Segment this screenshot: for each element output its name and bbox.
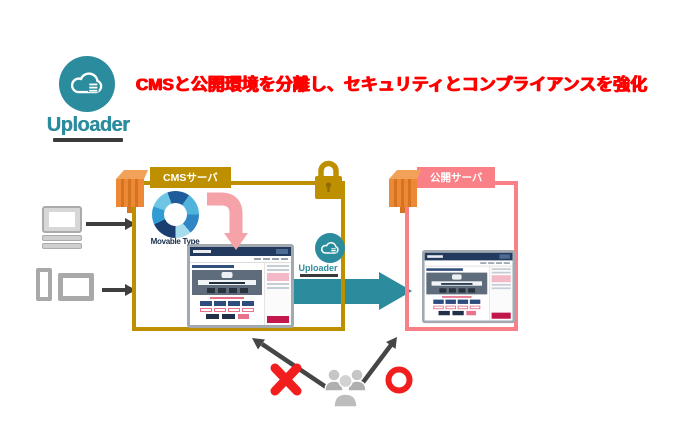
circle-mark-icon (385, 366, 413, 394)
cloud-server-icon (315, 233, 345, 263)
cms-server-label: CMSサーバ (150, 167, 231, 188)
page-title: CMSと公開環境を分離し、セキュリティとコンプライアンスを強化 (136, 75, 648, 94)
screenshot-header-bar (190, 247, 291, 256)
screenshot-sidebar (488, 266, 513, 321)
brand-tagline-bar (53, 138, 123, 142)
cms-site-screenshot (187, 244, 294, 328)
tablet-icon (58, 273, 94, 301)
screenshot-nav-bar (190, 256, 291, 263)
movable-type-logo-icon (152, 191, 199, 238)
badge-wordmark: Uploader (298, 263, 338, 273)
screenshot-header-bar (424, 252, 513, 261)
smartphone-icon (36, 268, 52, 301)
cloud-server-icon (59, 56, 115, 112)
screenshot-nav-bar (424, 260, 513, 267)
movable-type-caption: Movable Type (150, 237, 200, 246)
brand-wordmark: Uploader (46, 114, 130, 136)
screenshot-sidebar (264, 263, 291, 325)
public-server-box: 公開サーバ (389, 167, 518, 331)
cross-mark-icon (270, 363, 302, 396)
allow-access-arrow (356, 337, 397, 391)
public-server-label: 公開サーバ (417, 167, 496, 188)
screenshot-hero (426, 272, 488, 295)
server-cube-icon (116, 170, 148, 213)
server-cube-icon (389, 170, 421, 213)
padlock-icon (315, 160, 342, 199)
public-site-screenshot (422, 250, 516, 324)
badge-tagline-bar (300, 274, 338, 277)
screenshot-hero (192, 270, 262, 295)
cms-server-box: CMSサーバ Movable Type (116, 160, 345, 331)
desktop-computer-icon (42, 206, 82, 249)
deny-access-arrow (252, 338, 328, 389)
users-group-icon (324, 368, 367, 408)
